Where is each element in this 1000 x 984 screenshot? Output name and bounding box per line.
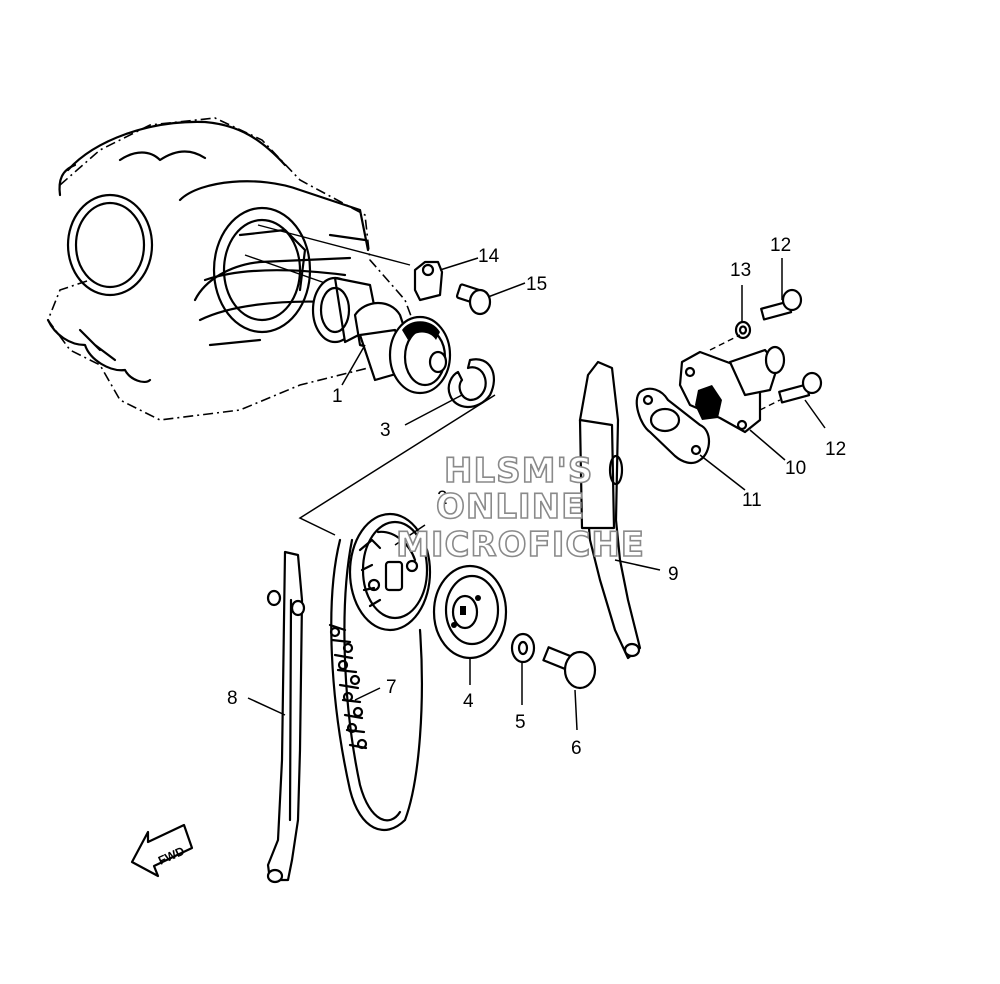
cam-sprocket <box>348 512 432 632</box>
fwd-arrow-icon: FWD <box>130 823 194 878</box>
callout-3: 3 <box>380 420 391 441</box>
sprocket-cover <box>432 564 508 660</box>
callout-8: 8 <box>227 688 238 709</box>
camshaft <box>311 276 452 395</box>
callout-4: 4 <box>463 691 474 712</box>
plate-bolt <box>455 283 492 316</box>
callout-labels: 1 2 3 4 5 6 7 8 9 10 11 12 12 13 14 15 <box>227 235 846 759</box>
cam-plate <box>413 260 444 302</box>
watermark-line-2: ONLINE <box>436 487 585 527</box>
circlip <box>447 358 495 409</box>
tensioner-washer <box>734 320 752 340</box>
callout-14: 14 <box>478 246 500 267</box>
watermark-line-3: MICROFICHE <box>396 525 645 565</box>
callout-13: 13 <box>730 260 751 281</box>
callout-10: 10 <box>785 458 806 479</box>
chain-guide <box>266 550 306 884</box>
callout-11: 11 <box>742 490 762 511</box>
cam-chain <box>328 538 423 831</box>
washer <box>510 632 536 664</box>
callout-5: 5 <box>515 712 526 733</box>
chain-tensioner <box>678 345 786 434</box>
tensioner-bolt-lower <box>778 371 823 404</box>
callout-7: 7 <box>386 677 397 698</box>
callout-6: 6 <box>571 738 582 759</box>
watermark: HLSM'S ONLINE MICROFICHE <box>395 450 645 566</box>
callout-2: 2 <box>437 488 448 509</box>
tensioner-bolt-upper <box>760 288 803 321</box>
callout-12-upper: 12 <box>770 235 791 256</box>
leader-lines <box>247 257 826 731</box>
callout-12-lower: 12 <box>825 439 846 460</box>
callout-1: 1 <box>332 386 343 407</box>
callout-9: 9 <box>668 564 679 585</box>
tensioner-gasket <box>635 387 711 465</box>
cylinder-head-outline <box>46 117 421 421</box>
watermark-line-1: HLSM'S <box>444 451 593 491</box>
tensioner-guide <box>578 360 642 660</box>
sprocket-bolt <box>542 646 597 690</box>
callout-15: 15 <box>526 274 547 295</box>
